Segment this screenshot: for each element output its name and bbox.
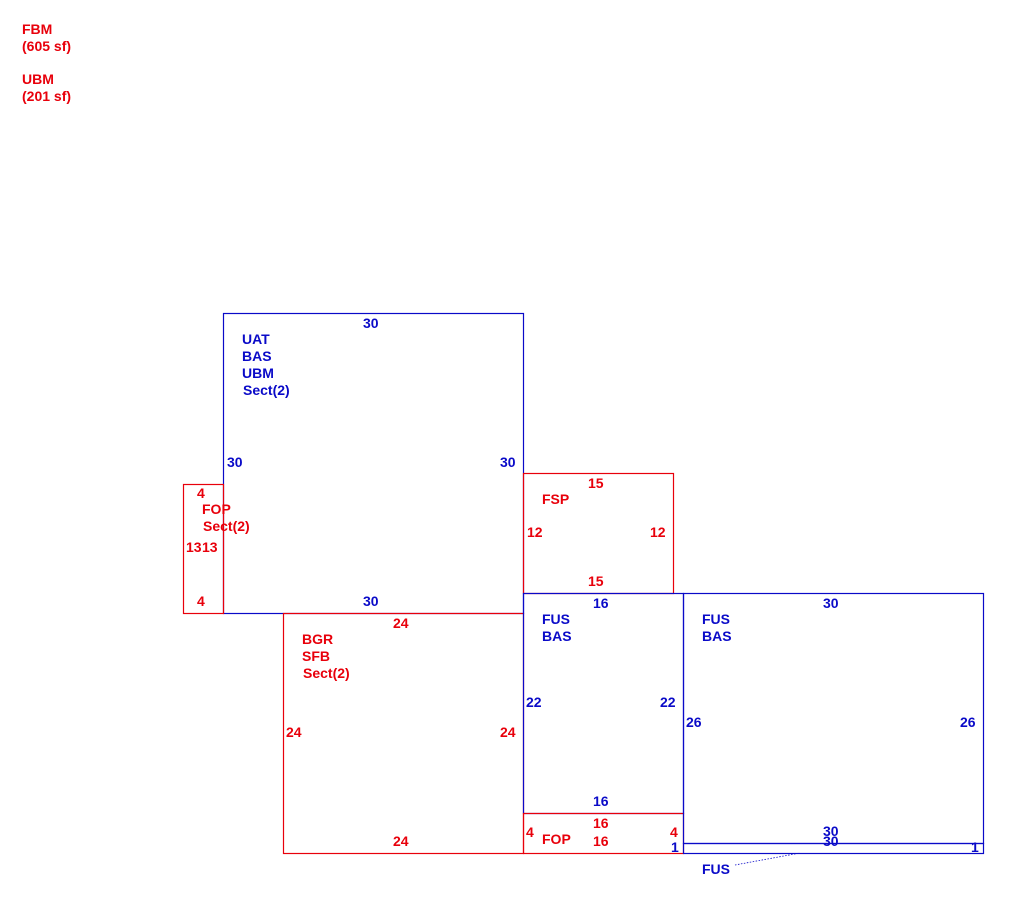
fop-left-label-2: Sect(2) — [203, 518, 250, 534]
fus-right-dim-left: 26 — [686, 714, 702, 730]
fop-left-dim-bottom: 4 — [197, 593, 205, 609]
fus-strip-outline — [682, 842, 985, 855]
fus-mid-dim-left: 22 — [526, 694, 542, 710]
bgr-dim-left: 24 — [286, 724, 302, 740]
main-label-2: BAS — [242, 348, 272, 364]
bgr-label-3: Sect(2) — [303, 665, 350, 681]
fop-left-label-1: FOP — [202, 501, 231, 517]
fop-bottom-dim-left: 4 — [526, 824, 534, 840]
bgr-dim-top: 24 — [393, 615, 409, 631]
fop-bottom-dim-right: 4 — [670, 824, 678, 840]
legend-fbm-code: FBM — [22, 21, 53, 37]
fus-right-label-1: FUS — [702, 611, 730, 627]
fus-strip-dim-top: 30 — [823, 833, 839, 849]
legend-fbm: FBM (605 sf) — [22, 21, 71, 55]
main-dim-right: 30 — [500, 454, 516, 470]
fsp-dim-right: 12 — [650, 524, 666, 540]
fop-left-labels: FOP Sect(2) — [202, 501, 250, 535]
legend-ubm: UBM (201 sf) — [22, 71, 71, 105]
fsp-dim-top: 15 — [588, 475, 604, 491]
fus-right-dim-top: 30 — [823, 595, 839, 611]
main-label-1: UAT — [242, 331, 270, 347]
main-label-4: Sect(2) — [243, 382, 290, 398]
fsp-dim-bottom: 15 — [588, 573, 604, 589]
bgr-dim-right: 24 — [500, 724, 516, 740]
bgr-dim-bottom: 24 — [393, 833, 409, 849]
bgr-label-1: BGR — [302, 631, 334, 647]
fus-mid-dim-top: 16 — [593, 595, 609, 611]
fus-strip-dim-right: 1 — [971, 839, 979, 855]
fus-strip-leader — [734, 852, 801, 866]
fop-left-dim-top: 4 — [197, 485, 205, 501]
legend-ubm-code: UBM — [22, 71, 54, 87]
legend-fbm-area: (605 sf) — [22, 38, 72, 54]
fop-left-dim-right: 13 — [202, 539, 218, 555]
fop-bottom-dim-bottom: 16 — [593, 833, 609, 849]
fsp-label: FSP — [542, 491, 570, 507]
fus-strip-label: FUS — [702, 861, 730, 877]
fus-mid-labels: FUS BAS — [542, 611, 572, 645]
fus-right-dim-right: 26 — [960, 714, 976, 730]
main-label-3: UBM — [242, 365, 274, 381]
fop-left-dim-left: 13 — [186, 539, 202, 555]
legend-ubm-area: (201 sf) — [22, 88, 72, 104]
fop-bottom-label: FOP — [542, 831, 571, 847]
fsp-dim-left: 12 — [527, 524, 543, 540]
bgr-labels: BGR SFB Sect(2) — [302, 631, 350, 682]
fus-right-labels: FUS BAS — [702, 611, 732, 645]
main-area-labels: UAT BAS UBM Sect(2) — [242, 331, 290, 399]
fus-mid-label-1: FUS — [542, 611, 570, 627]
bgr-label-2: SFB — [302, 648, 330, 664]
main-dim-left: 30 — [227, 454, 243, 470]
main-dim-top: 30 — [363, 315, 379, 331]
fus-strip-dim-left: 1 — [671, 839, 679, 855]
fus-mid-dim-bottom: 16 — [593, 793, 609, 809]
fus-mid-dim-right: 22 — [660, 694, 676, 710]
fop-bottom-dim-top: 16 — [593, 815, 609, 831]
fus-right-label-2: BAS — [702, 628, 732, 644]
fus-right-dim-bottom: 30 — [823, 823, 839, 839]
fop-left-outline — [182, 483, 225, 615]
fus-mid-label-2: BAS — [542, 628, 572, 644]
main-dim-bottom: 30 — [363, 593, 379, 609]
